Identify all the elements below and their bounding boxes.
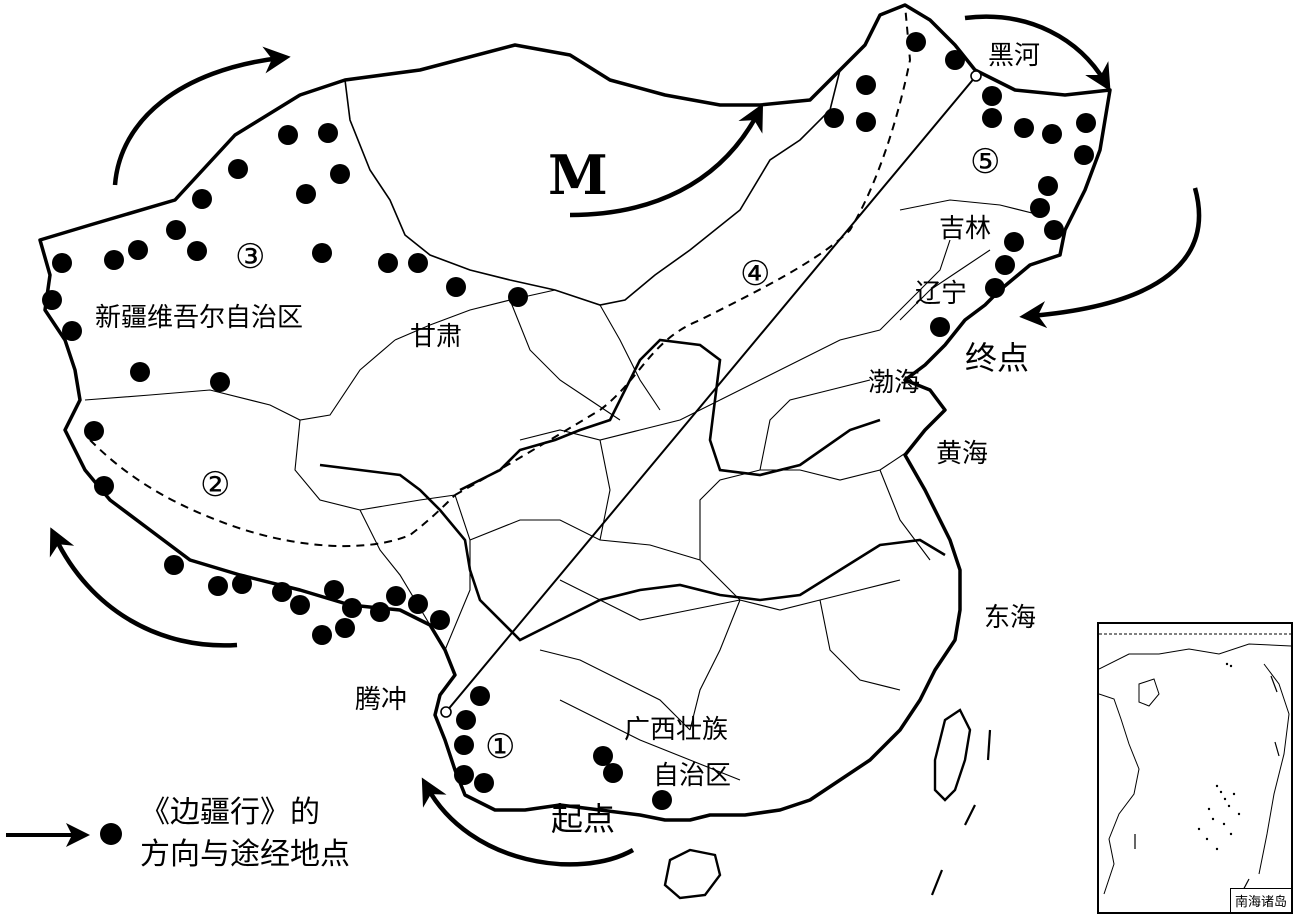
heihe-point	[970, 70, 982, 82]
label-heihe: 黑河	[988, 41, 1041, 71]
label-end: 终点	[965, 339, 1030, 377]
inset-islands	[1197, 662, 1241, 851]
arrow-M	[569, 103, 764, 218]
province-boundaries	[84, 199, 1041, 781]
region-number-3: ③	[235, 237, 266, 277]
label-xinjiang: 新疆维吾尔自治区	[95, 303, 304, 333]
sea-boundary-dashes	[930, 729, 992, 896]
label-guangxi-line1: 广西壮族	[624, 715, 729, 745]
arrow-northwest	[112, 46, 291, 186]
inset-map	[1099, 633, 1291, 895]
tengchong-point	[440, 706, 452, 718]
hainan-island	[663, 848, 722, 900]
arrow-southwest	[49, 527, 238, 648]
route-stops	[42, 32, 1096, 810]
label-gansu: 甘肃	[410, 322, 463, 352]
label-M: M	[548, 143, 608, 207]
label-donghai: 东海	[984, 603, 1037, 633]
label-tengchong: 腾冲	[355, 685, 408, 715]
boundary-dashed-4	[454, 4, 912, 496]
inset-title: 南海诸岛	[1229, 888, 1291, 912]
legend: 《边疆行》的 方向与途经地点	[0, 790, 420, 880]
legend-line-1: 《边疆行》的	[140, 795, 320, 830]
arrow-east	[1019, 187, 1202, 329]
label-start: 起点	[551, 800, 616, 838]
legend-text: 《边疆行》的 方向与途经地点	[140, 792, 350, 876]
legend-line-2: 方向与途经地点	[140, 837, 350, 872]
label-bohai: 渤海	[868, 368, 921, 398]
legend-arrow-icon	[6, 823, 90, 847]
mongolia-region	[344, 44, 842, 306]
china-outline	[38, 3, 1112, 822]
heihe-tengchong-line	[445, 75, 977, 713]
arrow-south	[421, 777, 635, 867]
route-arrows	[49, 14, 1202, 867]
label-liaoning: 辽宁	[915, 279, 968, 309]
taiwan-island	[933, 708, 972, 802]
region-number-5: ⑤	[970, 142, 1001, 182]
south-china-sea-inset: 南海诸岛	[1097, 622, 1293, 914]
region-number-2: ②	[200, 465, 231, 505]
region-number-1: ①	[485, 727, 516, 767]
label-huanghai: 黄海	[936, 439, 989, 469]
label-jilin: 吉林	[939, 214, 992, 244]
legend-dot-icon	[100, 823, 122, 845]
boundary-dashed-2	[89, 439, 456, 548]
label-guangxi-line2: 自治区	[653, 761, 732, 791]
region-number-4: ④	[740, 254, 771, 294]
arrow-northeast	[964, 14, 1111, 92]
